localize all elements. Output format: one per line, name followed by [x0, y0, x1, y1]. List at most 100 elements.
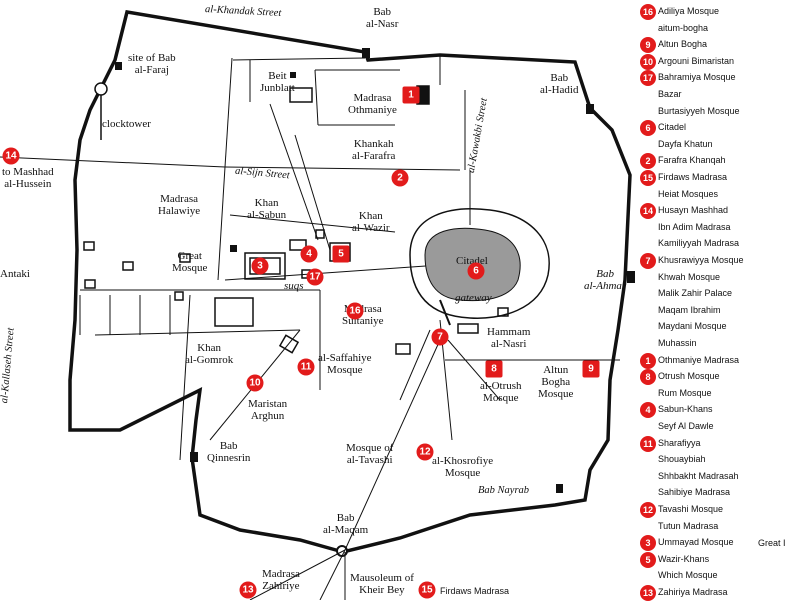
label-bab-maqam: Bab al-Maqam [323, 512, 369, 536]
legend-item[interactable]: Ibn Adim Madrasa [638, 220, 800, 236]
legend-item-label: Khusrawiyya Mosque [658, 255, 744, 265]
label-bab-nasr: Bab al-Nasr [366, 6, 399, 30]
label-mosque-tavashi: Mosque of al-Tavashi [346, 442, 394, 466]
legend-item-label: Zahiriya Madrasa [658, 587, 728, 597]
legend-marker-icon: 6 [640, 120, 656, 137]
label-hammam-nasri: Hammam al-Nasri [487, 326, 531, 350]
label-khan-sabun: Khan al-Sabun [247, 197, 287, 221]
label-khan-gomrok: Khan al-Gomrok [185, 342, 234, 366]
legend-marker-icon: 13 [640, 585, 656, 601]
label-khankah-farafra: Khankah al-Farafra [352, 138, 396, 162]
legend-item[interactable]: Dayfa Khatun [638, 137, 800, 153]
label-altun-bogha: Altun Bogha Mosque [538, 364, 574, 400]
marker-16[interactable]: 16 [346, 302, 364, 320]
legend-item[interactable]: Which Mosque [638, 568, 800, 584]
marker-4[interactable]: 4 [300, 245, 318, 263]
gate-ahmar [627, 271, 635, 283]
marker-8[interactable]: 8 [485, 360, 503, 378]
legend-item-label: Argouni Bimaristan [658, 55, 735, 66]
marker-17[interactable]: 17 [306, 268, 324, 286]
legend-item[interactable]: Rum Mosque [638, 386, 800, 402]
legend-marker-icon: 9 [640, 37, 656, 54]
legend-item-label: Citadel [658, 122, 687, 133]
legend-item[interactable]: Shouaybiah [638, 452, 800, 468]
legend-item[interactable]: Malik Zahir Palace [638, 286, 800, 302]
marker-3[interactable]: 3 [251, 257, 269, 275]
legend-item-label: Sharafiyya [658, 437, 701, 448]
legend-item[interactable]: Burtasiyyeh Mosque [638, 104, 800, 120]
gate-nasr [362, 48, 370, 58]
label-bab-ahmar: Bab al-Ahmar [584, 268, 627, 292]
label-firdaws-madrasa: Firdaws Madrasa [440, 586, 510, 596]
legend-item-label: Tavashi Mosque [658, 504, 724, 514]
label-to-mashhad: to Mashhad al-Hussein [2, 166, 54, 190]
legend-item-label: Malik Zahir Palace [658, 288, 733, 299]
legend-item-label: Wazir-Khans [658, 553, 710, 564]
label-antaki: Antaki [0, 268, 30, 280]
marker-5[interactable]: 5 [332, 245, 350, 263]
legend-item-label: Husayn Mashhad [658, 205, 729, 216]
legend-item[interactable]: Maqam Ibrahim [638, 303, 800, 319]
label-bab-qinnesrin: Bab Qinnesrin [207, 440, 251, 464]
buildings [83, 85, 509, 355]
marker-6[interactable]: 6 [467, 262, 485, 280]
clocktower-icon [94, 82, 108, 96]
legend-item[interactable]: Maydani Mosque [638, 319, 800, 335]
label-great-mosque: Great Mosque [172, 250, 208, 274]
marker-15[interactable]: 15 [418, 581, 436, 599]
street-bab-nayrab: Bab Nayrab [478, 485, 530, 496]
legend-item[interactable]: Muhassin [638, 336, 800, 352]
legend-item[interactable]: Tutun Madrasa [638, 519, 800, 535]
legend-item-label: Khwah Mosque [658, 271, 721, 282]
marker-9[interactable]: 9 [582, 360, 600, 378]
marker-2[interactable]: 2 [391, 169, 409, 187]
marker-7[interactable]: 7 [431, 328, 449, 346]
legend-item[interactable]: aitum-bogha [638, 21, 800, 37]
legend-item-label: Farafra Khanqah [658, 155, 726, 166]
gate-nayrab [556, 484, 563, 493]
marker-13[interactable]: 13 [239, 581, 257, 599]
legend-item[interactable]: Bazar [638, 87, 800, 103]
legend-item-label: Otrush Mosque [658, 371, 720, 382]
legend-marker-icon: 15 [640, 170, 656, 186]
legend-item[interactable]: Kamiliyyah Madrasa [638, 236, 800, 252]
legend-item[interactable]: Heiat Mosques [638, 187, 800, 203]
label-saffahiye: al-Saffahiye Mosque [318, 352, 372, 376]
legend-item-label: Seyf Al Dawle [658, 421, 714, 431]
legend-item[interactable]: Sahibiye Madrasa [638, 485, 800, 501]
marker-1[interactable]: 1 [402, 86, 420, 104]
legend-item-label: Altun Bogha [658, 39, 708, 50]
gate-faraj [115, 62, 122, 70]
marker-14[interactable]: 14 [2, 147, 20, 165]
marker-11[interactable]: 11 [297, 358, 315, 376]
legend-item[interactable]: Shhbakht Madrasah [638, 469, 800, 485]
legend-marker-icon: 2 [640, 153, 656, 170]
legend-marker-icon: 4 [640, 402, 656, 419]
label-khosrofiye: al-Khosrofiye Mosque [432, 455, 494, 479]
legend-marker-icon: 14 [640, 203, 656, 220]
marker-10[interactable]: 10 [246, 374, 264, 392]
marker-12[interactable]: 12 [416, 443, 434, 461]
legend-item-label: Shhbakht Madrasah [658, 470, 739, 481]
legend-item-label: Ummayad Mosque [658, 537, 734, 548]
legend-item[interactable]: Seyf Al Dawle [638, 419, 800, 435]
legend-item[interactable]: Khwah Mosque [638, 270, 800, 286]
